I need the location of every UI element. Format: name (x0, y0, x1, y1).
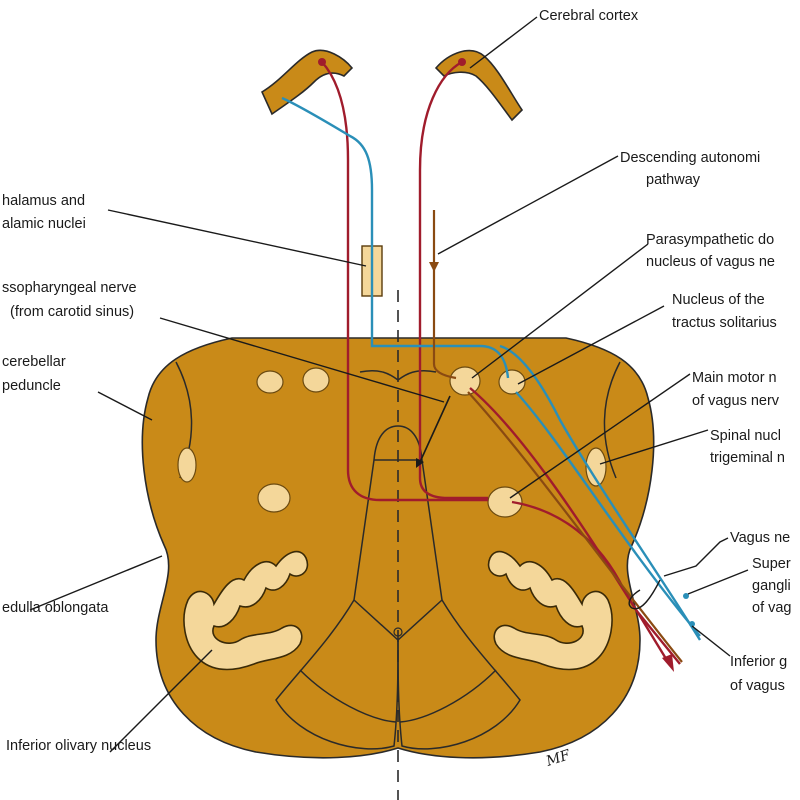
leader-glossopharyngeal (159, 317, 445, 403)
leader-medulla (29, 555, 163, 611)
signature-mark: MF (543, 747, 573, 770)
left-nucleus-1 (256, 370, 284, 394)
label-main-motor-2: of vagus nerv (692, 393, 780, 409)
leader-inferior-ganglion (691, 625, 731, 657)
label-hypothalamus-1: halamus and (2, 193, 85, 209)
label-superior-ganglion-3: of vag (752, 600, 792, 616)
leader-descending-autonomic (437, 155, 619, 255)
autonomic-vagal-tract (515, 391, 701, 637)
left-inferior-olivary-nucleus (183, 550, 309, 671)
superior-ganglion-dot (683, 593, 689, 599)
left-cortex-patch (260, 49, 354, 116)
label-inferior-ganglion-1: Inferior g (730, 654, 787, 670)
parasympathetic-dorsal-nucleus (449, 366, 481, 396)
label-cerebellar-2: peduncle (2, 378, 61, 394)
nucleus-tractus-solitarius (498, 369, 526, 395)
leader-hypothalamus (107, 209, 367, 267)
label-parasympathetic-1: Parasympathetic do (646, 232, 774, 248)
label-vagus-nerve: Vagus ne (730, 530, 790, 546)
label-descending-autonomic-1: Descending autonomi (620, 150, 760, 166)
descending-autonomic-tract (432, 210, 457, 380)
label-superior-ganglion-1: Super (752, 556, 791, 572)
autonomic-sensory-tract (499, 344, 702, 641)
right-motor-tract (418, 60, 488, 500)
label-descending-autonomic-2: pathway (646, 172, 701, 188)
label-superior-ganglion-2: gangli (752, 578, 791, 594)
leader-spinal-nucleus (599, 429, 709, 465)
label-inferior-ganglion-2: of vagus (730, 678, 785, 694)
label-nucleus-tractus-2: tractus solitarius (672, 315, 777, 331)
label-nucleus-tractus-1: Nucleus of the (672, 292, 765, 308)
right-cortex-neuron (458, 58, 466, 66)
right-cortex-patch (434, 50, 524, 122)
autonomic-cortex-tract (281, 96, 510, 379)
label-inferior-olivary: Inferior olivary nucleus (6, 738, 151, 754)
glossopharyngeal-fiber (419, 395, 451, 463)
left-cortex-neuron (318, 58, 326, 66)
left-pyramid-inner (299, 669, 397, 723)
right-peduncle-outline (603, 361, 621, 479)
leader-nucleus-tractus (517, 305, 665, 385)
glossopharyngeal-arrow (416, 458, 424, 468)
label-cerebral-cortex: Cerebral cortex (539, 8, 639, 24)
leader-cerebral-cortex (469, 16, 538, 69)
vagus-ganglion-loop (628, 579, 661, 610)
main-motor-nucleus (487, 486, 523, 518)
right-spinal-trigeminal-nucleus (585, 447, 607, 487)
label-hypothalamus-2: alamic nuclei (2, 216, 86, 232)
leader-vagus-nerve (663, 537, 729, 577)
descending-autonomic-arrow (429, 262, 439, 272)
leader-parasympathetic (471, 243, 649, 379)
label-spinal-nucleus-1: Spinal nucl (710, 428, 781, 444)
right-pyramid-inner (399, 669, 497, 723)
descending-outflow-tract (467, 391, 683, 663)
right-inferior-olivary-nucleus (487, 550, 613, 671)
parasympathetic-outflow-tract (469, 387, 681, 665)
label-parasympathetic-2: nucleus of vagus ne (646, 254, 775, 270)
inferior-ganglion-dot (689, 621, 695, 627)
left-nucleus-2 (302, 367, 330, 393)
label-cerebellar-1: cerebellar (2, 354, 66, 370)
leader-superior-ganglion (687, 569, 749, 595)
leader-inferior-olivary (109, 649, 213, 753)
label-medulla: edulla oblongata (2, 600, 109, 616)
label-glossopharyngeal-2: (from carotid sinus) (10, 304, 134, 320)
leader-cerebellar (97, 391, 153, 421)
left-spinal-trigeminal-nucleus (177, 447, 197, 483)
label-main-motor-1: Main motor n (692, 370, 777, 386)
left-nucleus-3 (257, 483, 291, 513)
motor-outflow-arrow (662, 654, 674, 672)
label-glossopharyngeal-1: ssopharyngeal nerve (2, 280, 137, 296)
left-motor-tract (321, 61, 488, 502)
leader-main-motor (509, 373, 691, 499)
label-spinal-nucleus-2: trigeminal n (710, 450, 785, 466)
